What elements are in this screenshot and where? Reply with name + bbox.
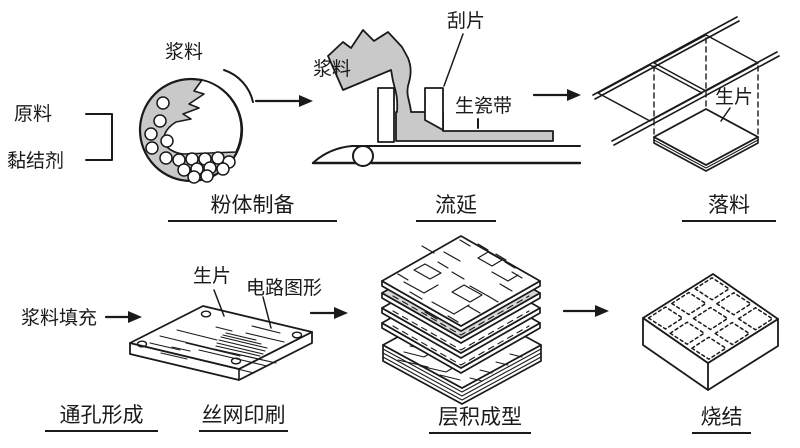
green-sheet-leader-line [720,107,731,122]
green-tape-label: 生瓷带 [455,96,513,117]
step-blanking: 落料 [682,193,776,223]
slurry-label-mill: 浆料 [165,42,204,63]
green-sheet-label-bottom: 生片 [193,266,232,287]
step-via-formation: 通孔形成 [45,403,158,433]
step-screen-printing: 丝网印刷 [199,403,288,433]
ball-mill-drawing [138,69,254,184]
green-sheet-leader-line [213,289,225,317]
circuit-pattern-leader-line [262,296,272,329]
roller-icon [352,145,374,167]
lamination-stack-drawing [381,235,542,405]
doctor-blade-label: 刮片 [447,11,486,32]
stack-circuit-doodles [397,239,523,323]
doctor-blade-leader-line [443,33,464,87]
arrow-right-icon [104,311,142,323]
printed-plate-drawing [129,289,313,381]
slurry-label-caster: 浆料 [313,59,352,80]
sintered-pattern [647,277,774,360]
step-powder-preparation: 粉体制备 [168,193,337,223]
left-block [377,87,395,143]
rotation-arc-icon [223,69,254,103]
doctor-blade-shape [424,87,444,131]
raw-material-label: 原料 [14,104,53,125]
step-tape-casting: 流延 [416,193,496,223]
step-lamination: 层积成型 [429,405,531,435]
dropped-sheet [653,108,759,166]
arrow-right-icon [532,89,581,101]
input-bracket [85,113,113,161]
green-sheet-label-top: 生片 [715,87,754,108]
arrow-right-icon [562,305,609,317]
via-holes [136,310,303,365]
circuit-pattern-label: 电路图形 [246,278,323,299]
arrow-right-icon [309,307,348,319]
sintered-block-drawing [642,273,779,391]
blanking-drawing [592,16,780,172]
arrow-right-icon [254,95,313,107]
step-sintering: 烧结 [692,405,751,435]
circuit-lines [149,325,285,374]
slurry-fill-label: 浆料填充 [21,308,98,329]
binder-label: 黏结剂 [7,151,65,172]
tape-caster-drawing [311,29,582,167]
